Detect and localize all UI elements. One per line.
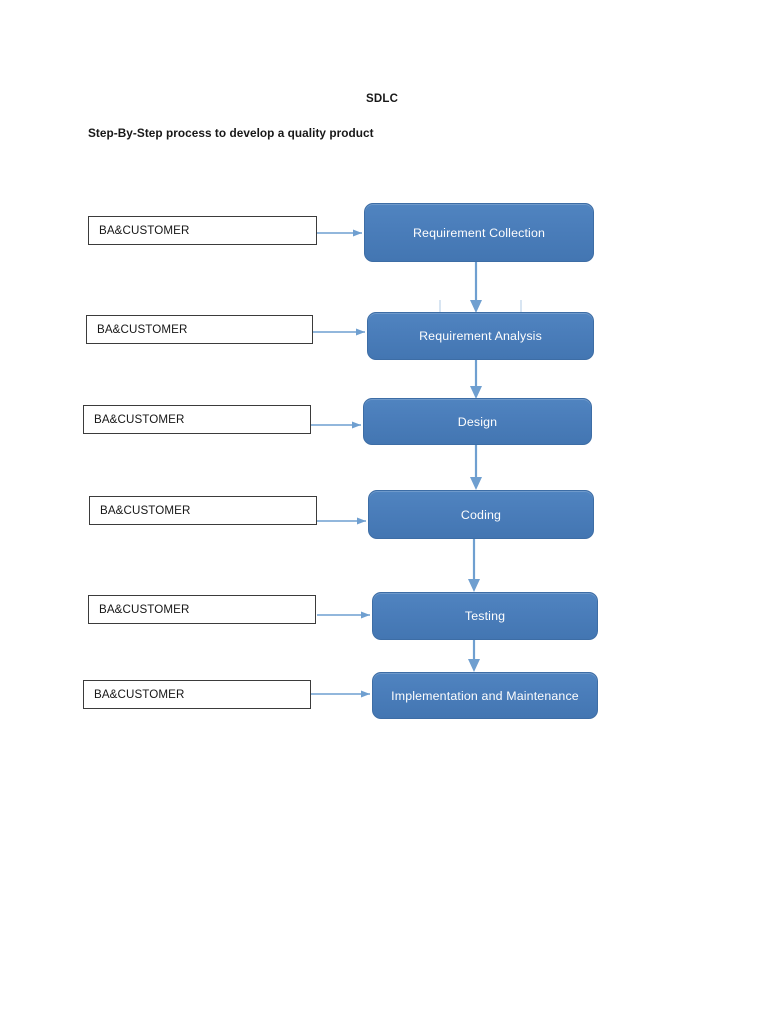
actor-arrow-coding (317, 517, 366, 525)
actor-label: BA&CUSTOMER (100, 504, 191, 517)
actor-label: BA&CUSTOMER (94, 413, 185, 426)
actor-label: BA&CUSTOMER (99, 224, 190, 237)
actor-arrow-requirement-collection (317, 229, 362, 237)
actor-arrow-requirement-analysis (313, 328, 365, 336)
actor-arrow-testing (317, 611, 370, 619)
actor-box-coding[interactable]: BA&CUSTOMER (89, 496, 317, 525)
actor-label: BA&CUSTOMER (94, 688, 185, 701)
stage-label: Testing (464, 609, 506, 623)
actor-arrow-implementation-and-maintenance (311, 690, 370, 698)
page-title: SDLC (366, 93, 399, 105)
stage-label: Requirement Analysis (419, 329, 542, 343)
actor-box-requirement-analysis[interactable]: BA&CUSTOMER (86, 315, 313, 344)
actor-box-requirement-collection[interactable]: BA&CUSTOMER (88, 216, 317, 245)
actor-box-implementation-and-maintenance[interactable]: BA&CUSTOMER (83, 680, 311, 709)
stage-label: Design (457, 414, 498, 429)
flow-arrow-collection-to-analysis (470, 262, 482, 313)
stage-box-requirement-analysis[interactable]: Requirement Analysis (367, 312, 594, 360)
stage-box-coding[interactable]: Coding (368, 490, 594, 539)
stage-box-design[interactable]: Design (363, 398, 592, 445)
flow-arrow-design-to-coding (470, 445, 482, 490)
stage-box-requirement-collection[interactable]: Requirement Collection (364, 203, 594, 262)
stage-label: Implementation and Maintenance (391, 688, 579, 703)
page-subtitle: Step-By-Step process to develop a qualit… (88, 126, 374, 140)
flow-arrow-coding-to-testing (468, 539, 480, 592)
actor-label: BA&CUSTOMER (99, 603, 190, 616)
stage-label: Requirement Collection (412, 225, 546, 240)
flow-arrow-testing-to-implementation (468, 640, 480, 672)
actor-label: BA&CUSTOMER (97, 323, 188, 336)
actor-arrow-design (311, 421, 361, 429)
stage-box-implementation-and-maintenance[interactable]: Implementation and Maintenance (372, 672, 598, 719)
flow-arrow-analysis-to-design (470, 360, 482, 399)
actor-box-design[interactable]: BA&CUSTOMER (83, 405, 311, 434)
actor-box-testing[interactable]: BA&CUSTOMER (88, 595, 316, 624)
stage-box-testing[interactable]: Testing (372, 592, 598, 640)
stage-label: Coding (460, 507, 502, 522)
